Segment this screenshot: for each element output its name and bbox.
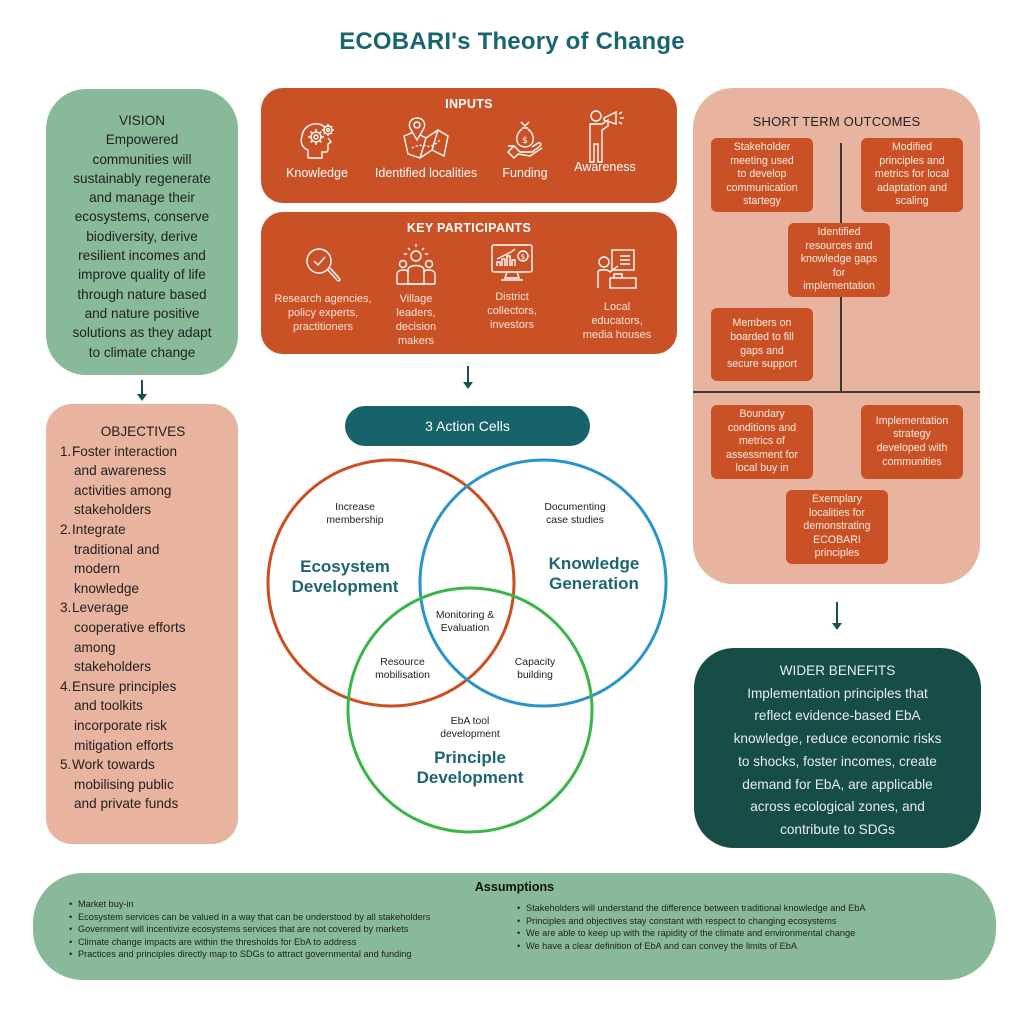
assumption-item: Practices and principles directly map to… bbox=[69, 948, 430, 961]
participant-research: Research agencies, policy experts, pract… bbox=[267, 244, 379, 334]
input-awareness: Awareness bbox=[563, 108, 647, 175]
vision-text: Empowered communities will sustainably r… bbox=[72, 132, 212, 360]
objective-item: 2. Integrate traditional and modern know… bbox=[60, 521, 160, 596]
assumptions-list-left: Market buy-in Ecosystem services can be … bbox=[69, 898, 430, 961]
arrow-down-icon bbox=[137, 380, 147, 401]
input-knowledge: Knowledge bbox=[275, 116, 359, 181]
capacity-building-label: Capacity building bbox=[514, 657, 556, 681]
knowledge-generation-title: Knowledge Generation bbox=[548, 554, 640, 593]
teacher-board-icon bbox=[597, 249, 637, 289]
person-megaphone-icon bbox=[589, 110, 624, 163]
objective-item: 5. Work towards mobilising public and pr… bbox=[60, 757, 179, 812]
assumption-item: We have a clear definition of EbA and ca… bbox=[517, 940, 865, 953]
assumption-item: Government will incentivize ecosystems s… bbox=[69, 923, 430, 936]
monitor-chart-dollar-icon: $ bbox=[491, 244, 533, 281]
objective-item: 1. Foster interaction and awareness acti… bbox=[60, 443, 178, 518]
objectives-heading: OBJECTIVES bbox=[100, 424, 186, 439]
assumption-item: Climate change impacts are within the th… bbox=[69, 936, 430, 949]
ecosystem-development-title: Ecosystem Development bbox=[291, 557, 399, 596]
assumption-item: Stakeholders will understand the differe… bbox=[517, 902, 865, 915]
assumption-item: We are able to keep up with the rapidity… bbox=[517, 927, 865, 940]
objectives-box: OBJECTIVES 1. Foster interaction and awa… bbox=[46, 404, 238, 844]
objective-item: 4. Ensure principles and toolkits incorp… bbox=[60, 678, 177, 753]
vision-box: VISION Empowered communities will sustai… bbox=[46, 89, 238, 375]
inputs-heading: INPUTS bbox=[445, 97, 493, 111]
monitoring-evaluation-label: Monitoring & Evaluation bbox=[435, 610, 495, 634]
participant-local-educators: Local educators, media houses bbox=[567, 248, 667, 342]
arrow-down-icon bbox=[463, 366, 473, 389]
short-term-outcomes-heading: SHORT TERM OUTCOMES bbox=[752, 114, 921, 129]
key-participants-panel: KEY PARTICIPANTS Research agencies, poli… bbox=[261, 212, 677, 354]
objectives-list: 1. Foster interaction and awareness acti… bbox=[60, 442, 226, 814]
page-title: ECOBARI's Theory of Change bbox=[339, 28, 685, 55]
input-funding: $ Funding bbox=[489, 116, 561, 181]
knowledge-activity: Documenting case studies bbox=[544, 502, 606, 526]
outcome-box: Stakeholder meeting used to develop comm… bbox=[711, 138, 813, 212]
assumptions-panel: Assumptions Market buy-in Ecosystem serv… bbox=[33, 873, 996, 980]
participant-village-leaders: Village leaders, decision makers bbox=[383, 242, 449, 348]
head-gears-icon bbox=[300, 123, 334, 159]
assumption-item: Principles and objectives stay constant … bbox=[517, 915, 865, 928]
outcome-box: Modified principles and metrics for loca… bbox=[861, 138, 963, 212]
principle-activity: EbA tool development bbox=[440, 716, 500, 740]
outcome-box: Members on boarded to fill gaps and secu… bbox=[711, 308, 813, 381]
resource-mobilisation-label: Resource mobilisation bbox=[375, 657, 430, 681]
assumption-item: Market buy-in bbox=[69, 898, 430, 911]
svg-text:$: $ bbox=[521, 253, 525, 261]
assumption-item: Ecosystem services can be valued in a wa… bbox=[69, 911, 430, 924]
ecosystem-activity: Increase membership bbox=[326, 502, 384, 526]
short-term-outcomes-panel: SHORT TERM OUTCOMES Stakeholder meeting … bbox=[693, 88, 980, 584]
vision-heading: VISION bbox=[118, 113, 166, 128]
inputs-panel: INPUTS Knowledge Identified localities $ bbox=[261, 88, 677, 203]
outcome-box: Boundary conditions and metrics of asses… bbox=[711, 405, 813, 479]
assumptions-list-right: Stakeholders will understand the differe… bbox=[517, 902, 865, 952]
magnifier-check-icon bbox=[306, 248, 341, 282]
action-cells-label: 3 Action Cells bbox=[345, 406, 590, 446]
participant-district-collectors: $ District collectors, investors bbox=[467, 242, 557, 332]
objective-item: 3. Leverage cooperative efforts among st… bbox=[60, 600, 186, 675]
wider-benefits-box: WIDER BENEFITS Implementation principles… bbox=[694, 648, 981, 848]
input-identified-localities: Identified localities bbox=[364, 116, 488, 181]
assumptions-heading: Assumptions bbox=[474, 880, 555, 894]
svg-text:$: $ bbox=[522, 136, 528, 146]
outcome-box: Implementation strategy developed with c… bbox=[861, 405, 963, 479]
map-pin-icon bbox=[403, 117, 449, 159]
arrow-down-icon bbox=[832, 602, 842, 630]
money-bag-hand-icon: $ bbox=[507, 121, 543, 159]
key-participants-heading: KEY PARTICIPANTS bbox=[406, 221, 532, 235]
principle-development-title: Principle Development bbox=[416, 748, 524, 787]
outcome-box: Exemplary localities for demonstrating E… bbox=[786, 490, 888, 564]
outcome-box: Identified resources and knowledge gaps … bbox=[788, 223, 890, 297]
group-leader-icon bbox=[396, 244, 436, 285]
wider-benefits-heading: WIDER BENEFITS bbox=[779, 663, 896, 678]
divider-horizontal bbox=[693, 391, 980, 393]
